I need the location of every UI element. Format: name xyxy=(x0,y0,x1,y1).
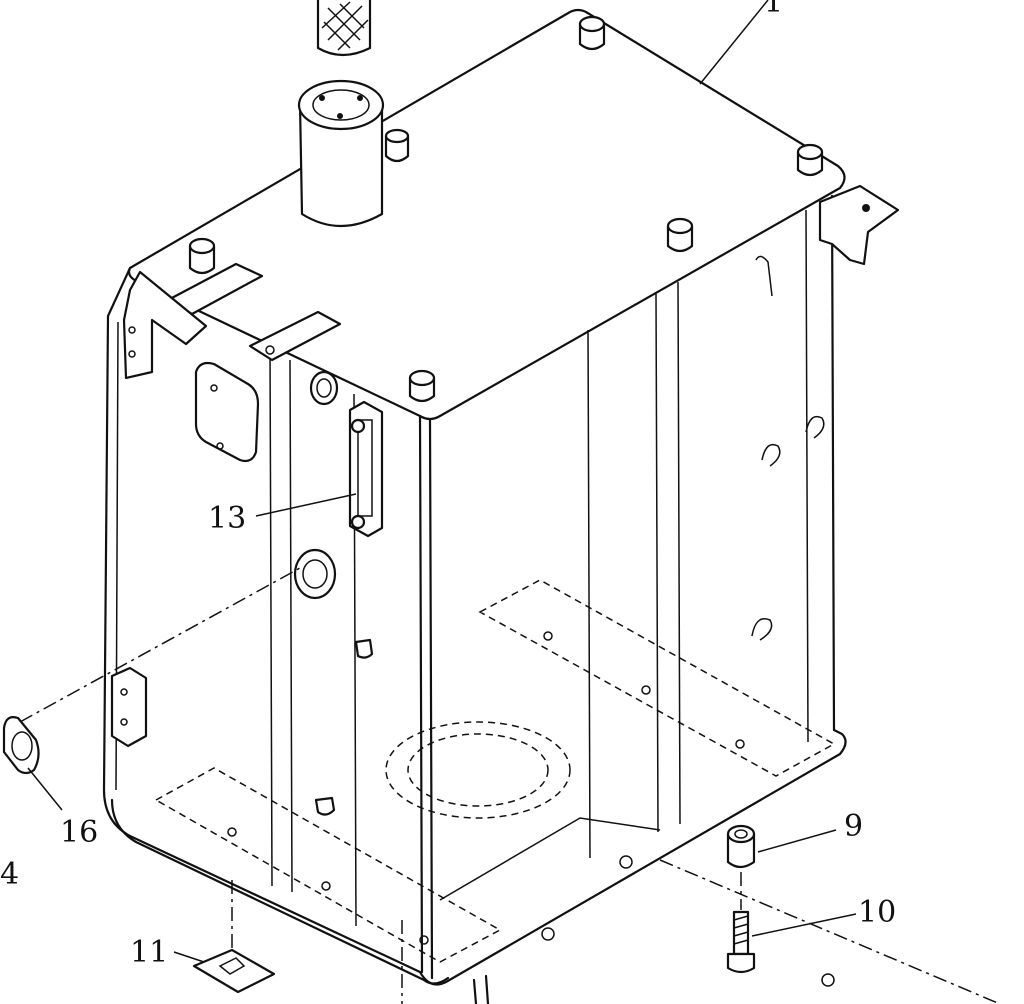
callout-11: 11 xyxy=(130,935,168,970)
access-cover xyxy=(194,361,260,463)
boss-5 xyxy=(188,237,216,275)
mounting-brackets xyxy=(122,184,900,380)
ports xyxy=(293,255,825,816)
bolt-part-10 xyxy=(726,872,756,974)
base-bracket xyxy=(472,974,490,1004)
boss-3 xyxy=(796,143,824,177)
callout-10: 10 xyxy=(858,895,896,930)
top-bosses xyxy=(188,15,824,403)
strainer-element xyxy=(316,0,372,57)
lower-side-bracket xyxy=(110,666,148,748)
drain-plug xyxy=(2,716,40,775)
callout-16: 16 xyxy=(60,815,98,850)
boss-2 xyxy=(384,128,410,163)
filler-neck xyxy=(297,79,385,228)
callout-13: 13 xyxy=(208,501,246,536)
plate-part-11 xyxy=(192,948,276,994)
boss-1 xyxy=(578,15,606,51)
tank-top-plate xyxy=(127,8,846,421)
hidden-features xyxy=(19,567,1001,1004)
callout-4: 4 xyxy=(0,857,19,892)
callout-1: 1 xyxy=(764,0,783,20)
callout-9: 9 xyxy=(844,809,863,844)
boss-4 xyxy=(666,217,694,253)
boss-6 xyxy=(408,369,436,403)
sight-gauge xyxy=(348,400,384,538)
spacer-part-9 xyxy=(726,824,756,869)
leader-lines xyxy=(27,0,857,963)
